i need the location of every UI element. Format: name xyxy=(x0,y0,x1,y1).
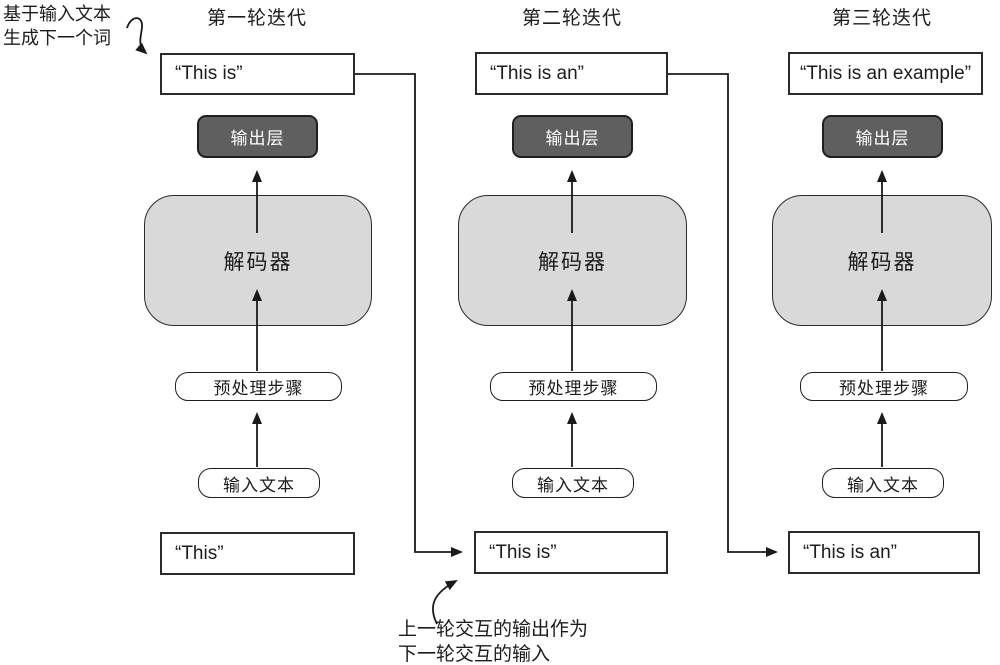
annotation-top-left: 基于输入文本 生成下一个词 xyxy=(3,2,111,50)
column1-generated-text: “This is” xyxy=(175,63,243,84)
column3-output-layer-box: 输出层 xyxy=(822,115,943,158)
annotation-bottom: 上一轮交互的输出作为 下一轮交互的输入 xyxy=(398,617,588,665)
column1-input-text: “This” xyxy=(175,542,224,564)
column3-generated-text-box: “This is an example” xyxy=(788,52,983,95)
column1-generated-text-box: “This is” xyxy=(160,53,355,95)
column3-input-text: “This is an” xyxy=(803,541,897,563)
column3-input-text-box: “This is an” xyxy=(788,531,980,574)
annotation-bottom-line1: 上一轮交互的输出作为 xyxy=(398,619,589,640)
column3-title: 第三轮迭代 xyxy=(831,8,932,29)
annotation-bottom-line2: 下一轮交互的输入 xyxy=(398,644,551,665)
column1-preprocess-box: 预处理步骤 xyxy=(175,372,342,401)
column3-decoder-box: 解码器 xyxy=(772,195,992,326)
column3-generated-text: “This is an example” xyxy=(800,62,972,84)
column1-decoder-box: 解码器 xyxy=(144,195,372,326)
column2-generated-text: “This is an” xyxy=(490,62,584,84)
annotation-top-left-line2: 生成下一个词 xyxy=(3,28,111,48)
column1-output-layer-box: 输出层 xyxy=(197,115,318,158)
column2-output-layer-box: 输出层 xyxy=(512,115,633,158)
column2-generated-text-box: “This is an” xyxy=(475,52,668,95)
column2-input-text: “This is” xyxy=(489,541,557,563)
annotation-top-left-line1: 基于输入文本 xyxy=(3,4,111,24)
column2-input-box: 输入文本 xyxy=(512,468,634,498)
annotation-top-left-arrow xyxy=(126,17,148,55)
column2-preprocess-box: 预处理步骤 xyxy=(490,372,657,401)
column3-input-box: 输入文本 xyxy=(822,468,944,498)
column1-input-text-box: “This” xyxy=(160,532,355,575)
column1-input-box: 输入文本 xyxy=(198,468,320,498)
column2-title: 第二轮迭代 xyxy=(521,8,622,29)
connector-column1-output-to-column2-input xyxy=(355,73,463,557)
column1-title: 第一轮迭代 xyxy=(206,8,307,29)
column2-decoder-box: 解码器 xyxy=(458,195,687,326)
connector-column2-output-to-column3-input xyxy=(668,73,778,557)
column3-preprocess-box: 预处理步骤 xyxy=(800,372,968,401)
column2-input-text-box: “This is” xyxy=(474,531,668,574)
